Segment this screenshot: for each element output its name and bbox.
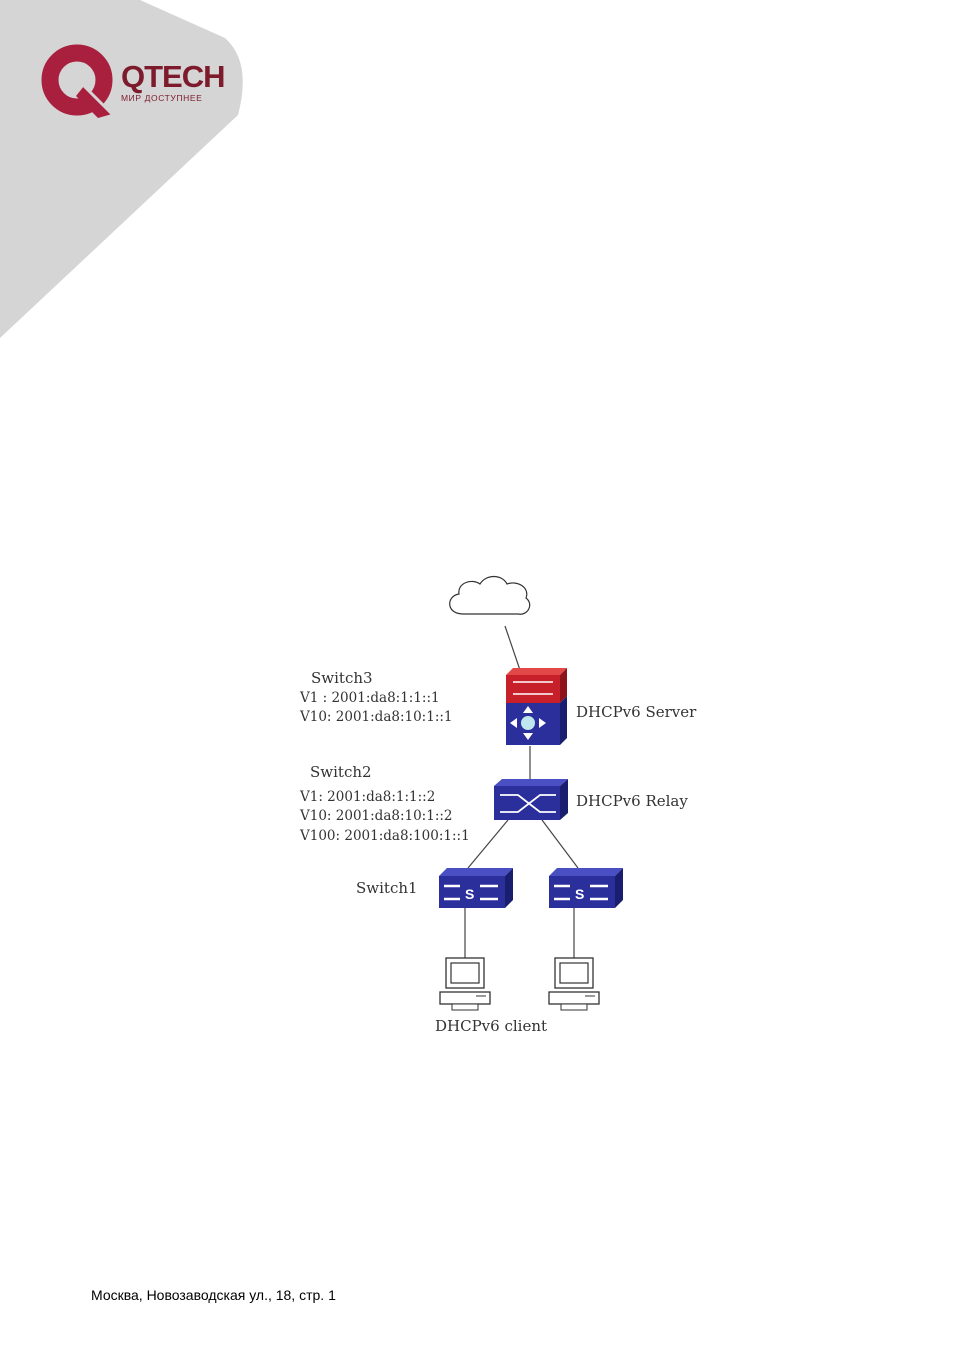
header-corner-shape	[0, 0, 243, 338]
switch1-icon: S	[439, 868, 513, 908]
logo: QTECH МИР ДОСТУПНЕЕ	[121, 59, 225, 104]
qtech-logo-icon	[41, 44, 114, 118]
client-label: DHCPv6 client	[435, 1017, 547, 1035]
link-switch2-switch1	[467, 819, 509, 869]
switch2-v1-address: V1: 2001:da8:1:1::2	[299, 789, 435, 805]
switch1-name: Switch1	[356, 879, 418, 897]
client-pc-left-icon	[439, 957, 491, 1011]
switch3-role: DHCPv6 Server	[576, 703, 697, 721]
switch2-icon	[494, 779, 568, 820]
switch1-badge: S	[465, 886, 474, 902]
cloud-icon	[449, 575, 531, 615]
switch-right-icon: S	[549, 868, 623, 908]
switch2-name: Switch2	[310, 763, 372, 781]
logo-tagline: МИР ДОСТУПНЕЕ	[121, 93, 203, 103]
switch2-role: DHCPv6 Relay	[576, 792, 688, 810]
client-pc-right-icon	[548, 957, 600, 1011]
switch2-v10-address: V10: 2001:da8:10:1::2	[299, 808, 453, 824]
link-switch2-switch-right	[541, 819, 579, 869]
switch-right-badge: S	[575, 886, 584, 902]
switch2-v100-address: V100: 2001:da8:100:1::1	[299, 828, 470, 844]
switch3-v10-address: V10: 2001:da8:10:1::1	[299, 709, 453, 725]
switch3-v1-address: V1 : 2001:da8:1:1::1	[299, 690, 440, 706]
switch3-name: Switch3	[311, 669, 373, 687]
footer-address: Москва, Новозаводская ул., 18, стр. 1	[91, 1287, 336, 1303]
switch3-router-icon	[506, 668, 567, 745]
logo-name: QTECH	[121, 59, 225, 94]
link-cloud-switch3	[504, 625, 523, 677]
